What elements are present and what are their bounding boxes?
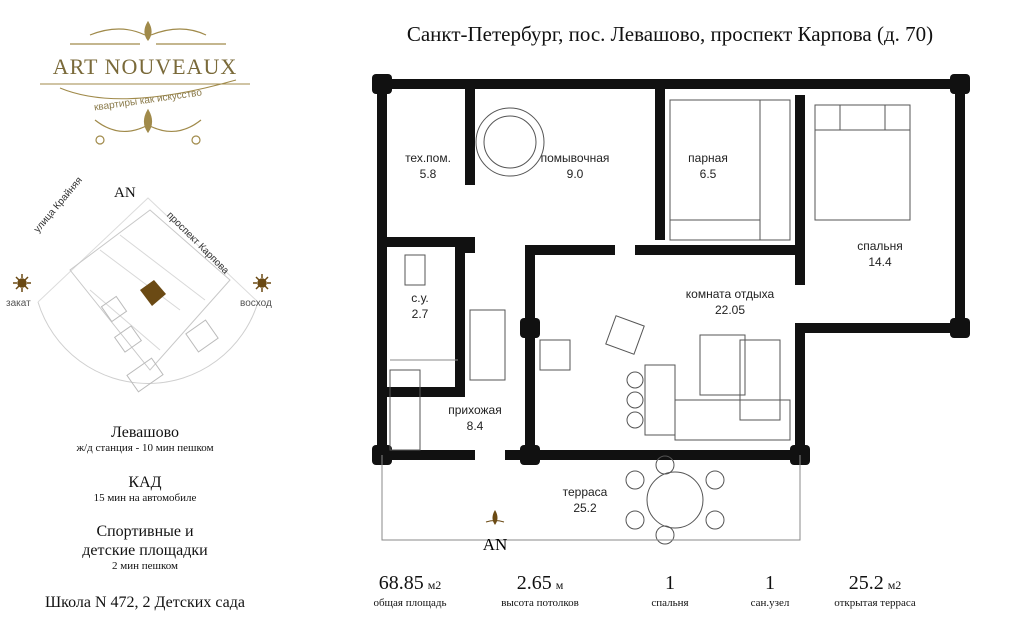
info-title: Левашово — [110, 424, 180, 441]
stat-bedrooms: 1 спальня — [610, 572, 730, 609]
info-playgrounds: Спортивные и детские площадки 2 мин пешк… — [70, 522, 220, 572]
floor-plan: тех.пом. 5.8 помывочная 9.0 парная 6.5 с… — [372, 74, 970, 554]
room-name: тех.пом. — [405, 151, 451, 165]
map-north-label: AN — [114, 185, 136, 201]
toilet-icon — [404, 254, 426, 286]
sink-icon — [539, 339, 571, 371]
stat-value: 1 — [665, 572, 675, 594]
sun-east-icon — [253, 274, 271, 292]
terrace-table-icon — [646, 471, 704, 529]
room-name: комната отдыха — [686, 287, 775, 301]
bottom-ornament-icon — [94, 108, 202, 145]
info-sub: ж/д станция - 10 мин пешком — [76, 442, 214, 454]
stat-terrace: 25.2 м2 открытая терраса — [815, 572, 935, 609]
room-area: 22.05 — [715, 303, 745, 317]
bed-icon — [814, 104, 911, 221]
furniture — [381, 99, 911, 545]
bench-icon — [469, 309, 506, 381]
armchair-icon — [699, 334, 746, 396]
room-name: прихожая — [448, 403, 501, 417]
stat-total-area: 68.85 м2 общая площадь — [350, 572, 470, 609]
stat-value: 2.65 — [516, 572, 552, 594]
location-map — [13, 197, 271, 393]
stat-bathrooms: 1 сан.узел — [710, 572, 830, 609]
stat-label: открытая терраса — [834, 597, 916, 609]
stat-ceiling-height: 2.65 м высота потолков — [480, 572, 600, 609]
stat-unit: м2 — [427, 578, 442, 592]
room-area: 9.0 — [567, 167, 584, 181]
room-area: 2.7 — [412, 307, 429, 321]
stat-label: общая площадь — [373, 597, 447, 609]
map-east-label: восход — [240, 298, 272, 309]
sun-west-icon — [13, 274, 31, 292]
stats-bar: 68.85 м2 общая площадь 2.65 м высота пот… — [350, 572, 1010, 622]
info-title: Спортивные и детские площадки — [82, 523, 208, 559]
room-area: 14.4 — [868, 255, 892, 269]
left-panel: ART NOUVEAUX квартиры как искусство AN з… — [0, 0, 290, 626]
plan-north-icon — [485, 510, 505, 525]
fleur-ornament-icon — [70, 20, 226, 45]
info-sub: 2 мин пешком — [111, 560, 178, 572]
room-area: 25.2 — [573, 501, 597, 515]
info-kad: КАД 15 мин на автомобиле — [0, 474, 290, 504]
stat-label: высота потолков — [501, 597, 579, 609]
stat-value: 1 — [765, 572, 775, 594]
room-name: спальня — [857, 239, 903, 253]
info-schools: Школа N 472, 2 Детских сада — [0, 594, 290, 612]
info-levashovo: Левашово ж/д станция - 10 мин пешком — [0, 424, 290, 454]
room-name: терраса — [563, 485, 608, 499]
room-area: 6.5 — [700, 167, 717, 181]
tub-icon — [475, 107, 545, 177]
room-name: с.у. — [411, 291, 428, 305]
map-west-label: закат — [6, 298, 31, 309]
brand-name: ART NOUVEAUX — [52, 54, 238, 79]
stat-unit: м2 — [887, 578, 902, 592]
room-area: 8.4 — [467, 419, 484, 433]
room-name: парная — [688, 151, 728, 165]
room-name: помывочная — [541, 151, 610, 165]
plan-north-label: AN — [483, 535, 508, 554]
info-sub: 15 мин на автомобиле — [93, 492, 197, 504]
room-area: 5.8 — [420, 167, 437, 181]
stat-value: 68.85 — [378, 572, 424, 594]
stat-label: сан.узел — [750, 597, 790, 609]
address-title: Санкт-Петербург, пос. Левашово, проспект… — [406, 22, 934, 46]
house-marker-icon — [140, 280, 166, 306]
table-icon — [644, 364, 676, 436]
stat-label: спальня — [651, 597, 689, 609]
logo-ornament — [13, 20, 271, 393]
stat-value: 25.2 — [848, 572, 884, 594]
info-title: Школа N 472, 2 Детских сада — [44, 594, 245, 611]
info-title: КАД — [128, 474, 162, 491]
stat-unit: м — [555, 578, 564, 592]
armchair-2-icon — [605, 315, 645, 355]
